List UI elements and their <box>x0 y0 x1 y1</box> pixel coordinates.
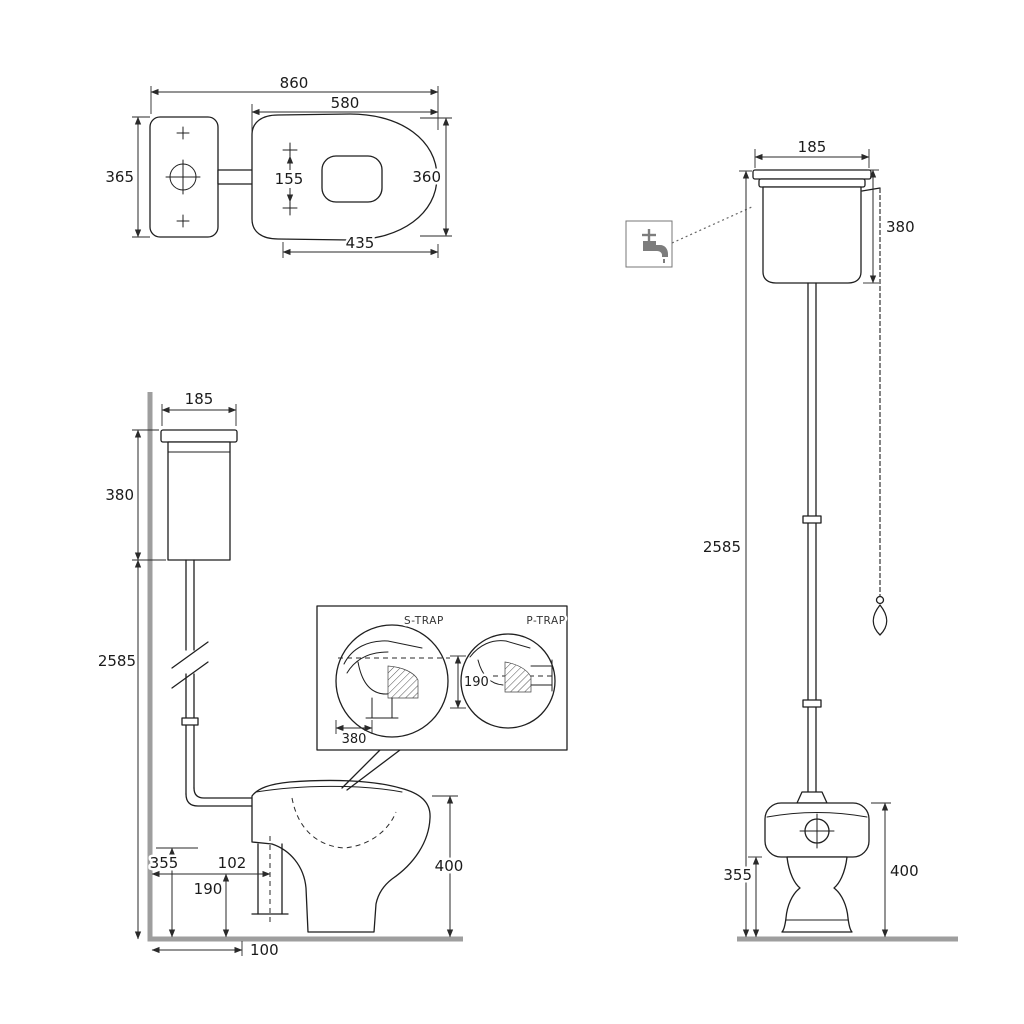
s-trap-dim: 380 <box>342 732 367 747</box>
p-trap-label: P-TRAP <box>526 615 565 627</box>
high-flush-pipe <box>796 282 828 804</box>
high-dim-cistern-height: 380 <box>886 218 915 236</box>
chain-pull-handle <box>872 604 888 636</box>
low-dim-cistern-width: 185 <box>185 390 214 408</box>
low-cistern <box>160 429 238 561</box>
flush-lever <box>861 187 881 192</box>
low-dim-outlet-setout: 102 <box>218 854 247 872</box>
pull-chain <box>861 187 888 636</box>
low-dim-cistern-height: 380 <box>105 486 134 504</box>
s-trap-label: S-TRAP <box>404 615 444 627</box>
plan-dim-cistern-width: 365 <box>105 168 134 186</box>
plan-connector <box>217 169 255 185</box>
high-dim-overall-height: 2585 <box>703 538 741 556</box>
plan-dimensions: 860 580 365 155 360 435 <box>103 72 452 258</box>
high-cistern <box>752 169 872 284</box>
plan-dim-bowl-width: 360 <box>412 168 441 186</box>
pipe-coupling <box>802 515 822 524</box>
p-trap-dim: 190 <box>464 675 489 690</box>
plan-seat-opening <box>321 155 383 203</box>
p-trap-section <box>466 640 556 693</box>
high-dim-pan-height: 355 <box>723 866 752 884</box>
supply-leader-line <box>671 205 755 244</box>
plan-dim-bowl-length: 435 <box>346 234 375 252</box>
low-dim-pipe-drop: 2585 <box>98 652 136 670</box>
high-pan-front <box>764 802 870 933</box>
low-flush-pipe <box>171 559 255 807</box>
plan-dim-seat-span: 155 <box>275 170 304 188</box>
plan-view: 860 580 365 155 360 435 <box>103 72 452 258</box>
low-dim-outlet-height: 190 <box>194 880 223 898</box>
pipe-cone <box>796 791 828 804</box>
low-dim-rim-height: 400 <box>435 857 464 875</box>
plan-cistern-details <box>165 126 201 228</box>
pipe-coupling <box>802 699 822 708</box>
pipe-break-mark <box>171 641 209 669</box>
high-dimensions: 185 380 2585 355 400 <box>700 136 921 938</box>
high-level-view: 185 380 2585 355 400 <box>625 136 958 942</box>
s-trap-section <box>338 640 450 719</box>
inset-pointer <box>341 749 381 789</box>
low-level-view: 185 380 2585 355 102 190 100 400 <box>95 388 466 962</box>
water-supply-callout <box>625 205 755 268</box>
high-dim-rim-height: 400 <box>890 862 919 880</box>
low-dimensions: 185 380 2585 355 102 190 100 400 <box>95 388 466 962</box>
pipe-break-mark <box>171 661 209 689</box>
pipe-coupling <box>181 717 199 726</box>
low-dim-wall-clearance: 100 <box>250 941 279 959</box>
plan-hinge-marks <box>282 142 298 216</box>
inset-dimensions: 380 190 <box>335 655 491 750</box>
low-pan-profile <box>251 779 431 933</box>
trap-detail-inset: S-TRAP P-TRAP 380 190 <box>316 605 568 791</box>
tap-icon <box>642 229 668 263</box>
low-dim-pan-height: 355 <box>150 854 179 872</box>
high-dim-cistern-width: 185 <box>798 138 827 156</box>
plan-dim-pan-length: 580 <box>331 94 360 112</box>
plan-dim-overall-length: 860 <box>280 74 309 92</box>
inset-pointer <box>346 749 401 791</box>
